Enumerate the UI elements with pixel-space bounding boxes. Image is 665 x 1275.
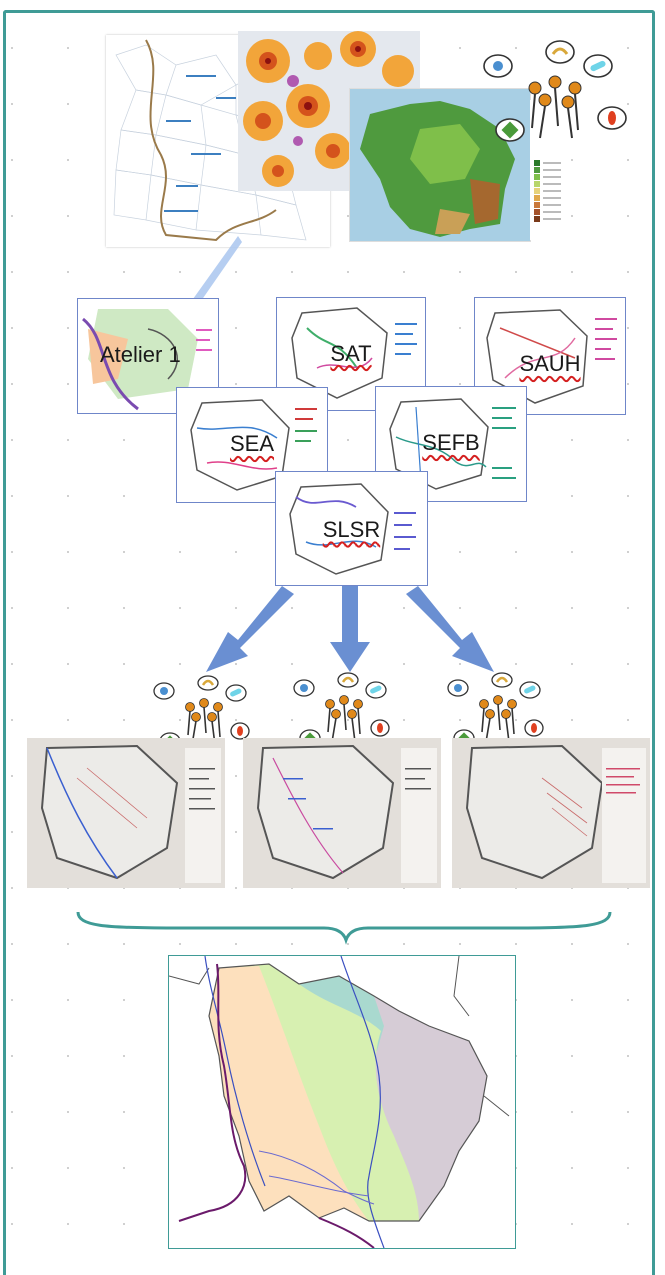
map-sketch-icon xyxy=(291,307,417,399)
paper-map-icon xyxy=(243,738,441,888)
map-sketch-icon xyxy=(289,483,416,575)
workshop-label-sauh: SAUH xyxy=(519,351,581,377)
brace-icon xyxy=(76,911,612,945)
paper-map-icon xyxy=(27,738,225,888)
workshop-label-sat: SAT xyxy=(330,340,372,366)
workshop-map-sefb[interactable]: SEFB xyxy=(375,386,527,502)
workshop-map-slsr[interactable]: SLSR xyxy=(275,471,428,586)
workshop-label-slsr: SLSR xyxy=(322,517,381,543)
workshop-label-sefb: SEFB xyxy=(422,430,480,456)
map-sketch-icon xyxy=(190,399,317,491)
map-sketch-icon xyxy=(82,309,212,411)
map-sketch-icon xyxy=(389,398,516,490)
annotated-map-photo-1 xyxy=(27,738,225,888)
density-map xyxy=(238,31,420,191)
paper-map-icon xyxy=(452,738,650,888)
people-group-icon xyxy=(447,672,544,747)
map-sketch-icon xyxy=(486,309,617,404)
people-group-icon xyxy=(483,40,627,142)
synthesis-map xyxy=(168,955,516,1249)
annotated-map-photo-2 xyxy=(243,738,441,888)
map-legend xyxy=(530,100,568,240)
france-map xyxy=(350,89,530,241)
annotated-map-photo-3 xyxy=(452,738,650,888)
arrow-down-icon xyxy=(206,586,494,672)
workshop-label-atelier1: Atelier 1 xyxy=(100,342,181,368)
people-group-icon xyxy=(293,672,390,747)
legend-colorbar xyxy=(534,160,561,222)
workshop-label-sea: SEA xyxy=(229,431,275,457)
zoning-map xyxy=(169,956,510,1248)
source-map-france-relief xyxy=(349,88,531,242)
